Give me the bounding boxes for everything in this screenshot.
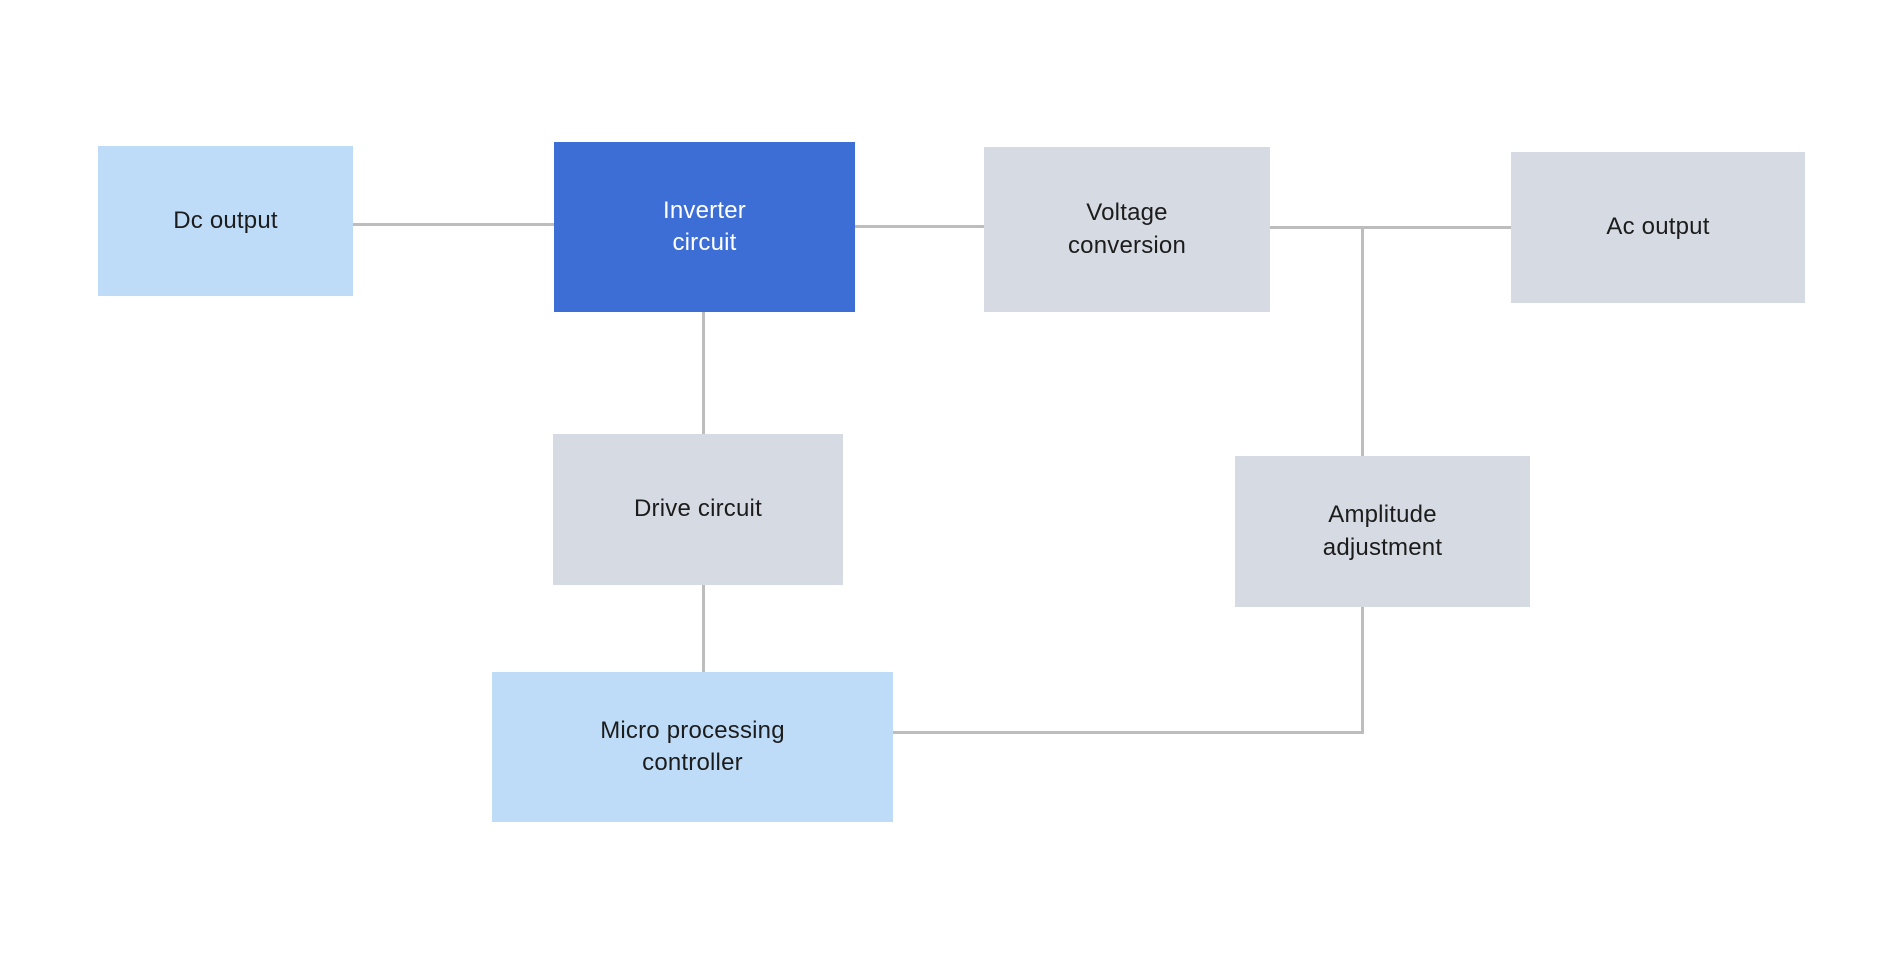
edge-inverter-circuit-to-voltage-conversion [855,225,984,228]
edge-voltage-conversion-to-ac-output [1270,226,1511,229]
node-dc-output: Dc output [98,146,353,296]
node-amplitude-adjustment: Amplitude adjustment [1235,456,1530,607]
node-amplitude-adjustment-label: Amplitude adjustment [1322,501,1443,561]
node-voltage-conversion: Voltage conversion [984,147,1270,312]
edge-dc-output-to-inverter-circuit [353,223,554,226]
node-ac-output: Ac output [1511,152,1805,303]
edge-micro-processing-to-amplitude-segment [893,731,1364,734]
node-dc-output-label: Dc output [173,206,278,234]
edge-amplitude-adjustment-down-segment [1361,607,1364,734]
edge-inverter-circuit-to-drive-circuit [702,312,705,434]
node-micro-processing-controller: Micro processing controller [492,672,893,822]
node-ac-output-label: Ac output [1606,213,1710,241]
node-inverter-circuit: Inverter circuit [554,142,855,312]
node-drive-circuit-label: Drive circuit [634,495,762,523]
node-micro-processing-controller-label: Micro processing controller [600,716,785,776]
edge-branch-to-amplitude-adjustment [1361,227,1364,456]
node-inverter-circuit-label: Inverter circuit [663,196,746,256]
edge-drive-circuit-to-micro-processing [702,585,705,672]
node-drive-circuit: Drive circuit [553,434,843,585]
node-voltage-conversion-label: Voltage conversion [1067,199,1187,259]
